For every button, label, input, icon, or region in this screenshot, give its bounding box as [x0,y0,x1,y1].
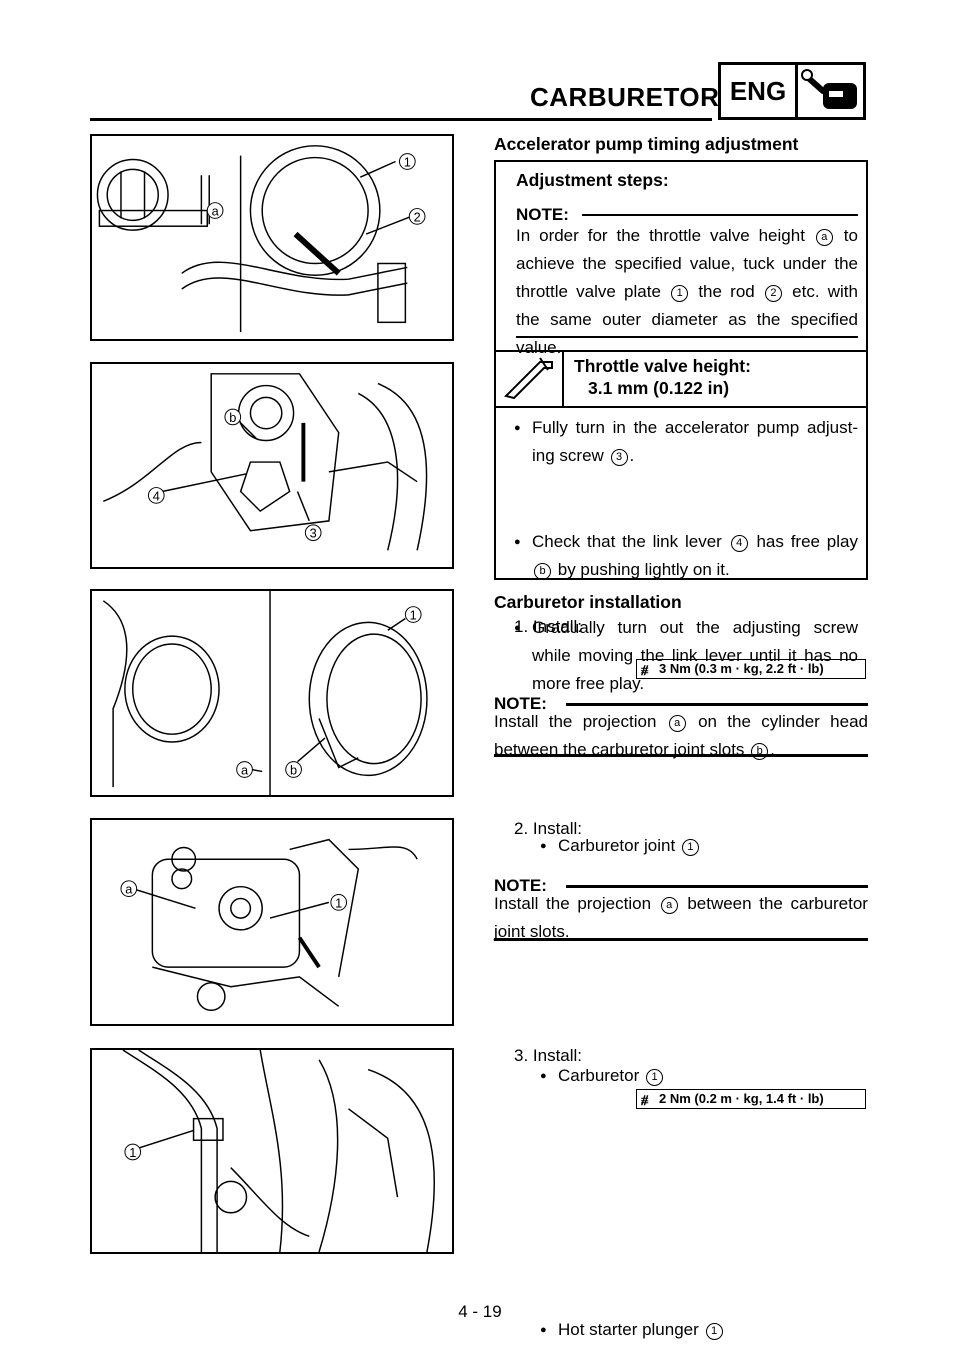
page-number: 4 - 19 [458,1302,502,1321]
caliper-icon [500,356,558,402]
figure-label: 2 [414,209,421,224]
spec-label: Throttle valve height: [574,356,751,376]
step-2-item: Carburetor 1 [540,1062,858,1090]
torque-spec-3: ⧥ 2 Nm (0.2 m · kg, 1.4 ft · lb) [636,1089,866,1109]
mark-b: b [534,563,551,580]
pump-timing-heading: Accelerator pump timing adjustment [494,134,799,154]
note-end-rule [516,336,858,338]
figure-label: a [212,203,220,218]
figure-label: b [229,410,236,425]
pump-bullet-3: Gradually turn out the adjusting screw w… [514,614,858,698]
note-label: NOTE: [494,694,547,713]
note-label: NOTE: [516,205,569,224]
spec-divider [562,350,564,408]
figure-label: a [241,762,249,777]
mark-3: 3 [610,449,628,466]
figure-label: a [125,882,133,897]
figure-label: 1 [129,1145,136,1160]
accelerator-pump-figure: b 4 3 [90,362,454,569]
note-end-rule [494,754,868,757]
mark-a: a [668,715,686,732]
figure-label: 1 [335,895,342,910]
figure-label: 4 [153,488,160,503]
figure-label: 1 [404,154,411,169]
torque-wrench-icon: ⧥ [641,1092,649,1107]
carburetor-joint-figure: 1 a b [90,589,454,797]
mark-a: a [815,229,833,246]
step-1-item: Carburetor joint 1 [540,832,858,860]
mark-1: 1 [705,1323,723,1340]
install-note-2: Install the projection a between the car… [494,894,868,941]
pump-note-text: In order for the throttle valve height a… [516,226,858,357]
adjustment-steps-title: Adjustment steps: [516,170,669,190]
carburetor-figure: a 1 [90,818,454,1026]
section-badge: ENG [718,62,866,120]
header-rule [90,118,712,121]
throttle-valve-figure: 1 2 a [90,134,454,341]
note-rule [582,214,858,216]
engine-wrench-icon [798,65,863,117]
eng-badge-label: ENG [721,65,798,117]
mark-1: 1 [646,1069,663,1086]
mark-2: 2 [764,285,782,302]
section-title: CARBURETOR [530,82,720,112]
figure-label: 3 [310,526,317,541]
hot-starter-plunger-figure: 1 [90,1048,454,1254]
step-1: 1. Install: [514,617,583,636]
note-label: NOTE: [494,876,547,895]
figure-label: b [290,762,297,777]
mark-1: 1 [671,285,689,302]
step-3-item: Hot starter plunger 1 [540,1316,858,1344]
installation-heading: Carburetor installation [494,592,682,612]
mark-1: 1 [681,839,699,856]
note-rule [566,703,868,706]
spec-row [494,350,868,408]
mark-4: 4 [730,535,748,552]
torque-spec-1: ⧥ 3 Nm (0.3 m · kg, 2.2 ft · lb) [636,659,866,679]
step-3: 3. Install: [514,1046,583,1065]
pump-bullet-1: Fully turn in the accelerator pump adjus… [514,414,858,470]
torque-wrench-icon: ⧥ [641,662,649,677]
step-2: 2. Install: [514,819,583,838]
figure-label: 1 [410,607,417,622]
pump-bullet-2: Check that the link lever 4 has free pla… [514,528,858,584]
note-rule [566,885,868,888]
spec-value: 3.1 mm (0.122 in) [588,378,730,398]
note-end-rule [494,938,868,941]
mark-a: a [660,897,678,914]
mark-b: b [751,743,769,760]
